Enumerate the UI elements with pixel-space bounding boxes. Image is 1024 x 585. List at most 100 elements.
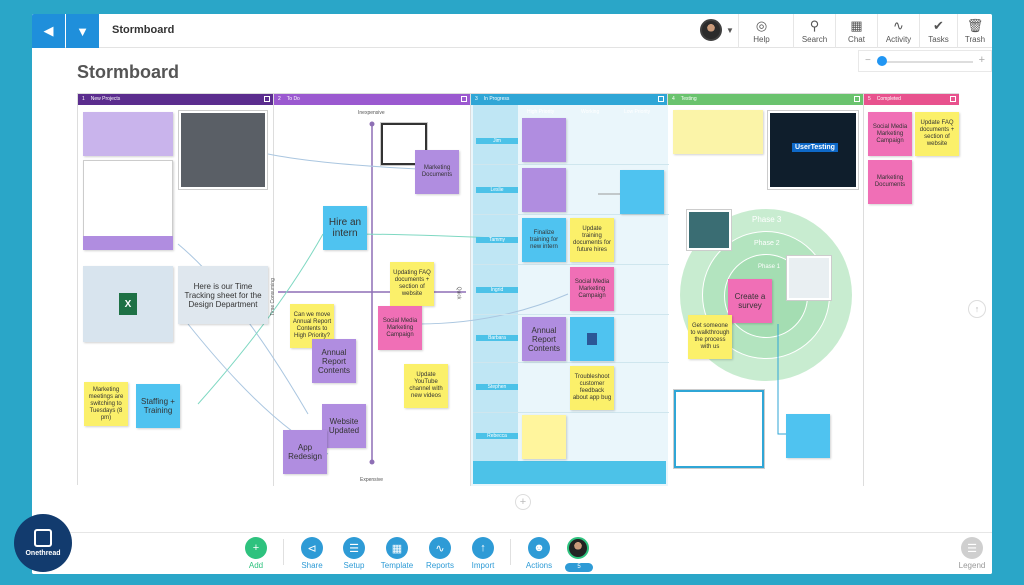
trash-button[interactable]: 🗑 Trash bbox=[957, 14, 992, 48]
sticky-note[interactable] bbox=[83, 112, 173, 156]
share-button[interactable]: ⊲ Share bbox=[290, 537, 334, 570]
back-button[interactable]: ◀ bbox=[32, 14, 65, 48]
search-icon: ⚲ bbox=[809, 17, 820, 33]
social-media-campaign-note[interactable]: Social Media Marketing Campaign bbox=[570, 267, 614, 311]
activity-button[interactable]: ∿ Activity bbox=[877, 14, 919, 48]
zoom-out-icon[interactable]: − bbox=[865, 55, 871, 66]
staffing-note[interactable]: Staffing + Training bbox=[136, 384, 180, 428]
board-menu-button[interactable]: ▼ bbox=[66, 14, 99, 48]
social-media-note[interactable]: Social Media Marketing Campaign bbox=[378, 306, 422, 350]
sticky-note[interactable] bbox=[786, 414, 830, 458]
troubleshoot-note[interactable]: Troubleshoot customer feedback about app… bbox=[570, 366, 614, 410]
user-avatar[interactable] bbox=[700, 19, 722, 41]
annual-report-in-progress-note[interactable]: Annual Report Contents bbox=[522, 317, 566, 361]
help-button[interactable]: ◎ Help bbox=[738, 14, 784, 48]
marketing-documents-note[interactable]: Marketing Documents bbox=[415, 150, 459, 194]
sticky-note[interactable] bbox=[620, 170, 664, 214]
zoom-slider[interactable]: − + bbox=[858, 50, 992, 72]
bottom-toolbar: + Add ⊲ Share ☰ Setup ▦ Template ∿ Repor… bbox=[32, 532, 992, 574]
marketing-docs-completed-note[interactable]: Marketing Documents bbox=[868, 160, 912, 204]
avatar-caret-icon[interactable]: ▼ bbox=[726, 26, 734, 35]
add-column-button[interactable]: + bbox=[515, 494, 531, 510]
actions-button[interactable]: ☻ Actions bbox=[517, 537, 561, 570]
app-redesign-note[interactable]: App Redesign bbox=[283, 430, 327, 474]
sticky-note[interactable] bbox=[673, 110, 763, 154]
faq-update-note[interactable]: Updating FAQ documents + section of webs… bbox=[390, 262, 434, 306]
zoom-in-icon[interactable]: + bbox=[978, 54, 985, 66]
add-button[interactable]: + Add bbox=[234, 537, 278, 570]
website-updated-note[interactable]: Website Updated bbox=[322, 404, 366, 448]
tasks-button[interactable]: ✔ Tasks bbox=[919, 14, 957, 48]
add-label: Add bbox=[248, 561, 264, 570]
lane-divider bbox=[473, 214, 669, 215]
column-title: To Do bbox=[286, 96, 300, 102]
search-button[interactable]: ⚲ Search bbox=[793, 14, 835, 48]
reports-button[interactable]: ∿ Reports bbox=[418, 537, 462, 570]
document-card-footer bbox=[83, 236, 173, 250]
sticky-note[interactable] bbox=[522, 118, 566, 162]
help-icon: ◎ bbox=[755, 17, 768, 33]
axis-top-label: Inexpensive bbox=[358, 110, 385, 116]
template-button[interactable]: ▦ Template bbox=[375, 537, 419, 570]
annual-report-note[interactable]: Annual Report Contents bbox=[312, 339, 356, 383]
document-card[interactable] bbox=[83, 160, 173, 250]
back-icon: ◀ bbox=[43, 23, 54, 38]
user-testing-video[interactable]: UserTesting bbox=[768, 111, 858, 189]
axis-right-label: Quick bbox=[455, 286, 462, 300]
finalize-training-note[interactable]: Finalize training for new intern bbox=[522, 218, 566, 262]
time-tracking-note[interactable]: Here is our Time Tracking sheet for the … bbox=[178, 266, 268, 324]
expand-icon[interactable] bbox=[854, 96, 860, 102]
video-call-thumbnail[interactable] bbox=[687, 210, 731, 250]
template-label: Template bbox=[380, 561, 414, 570]
lane-label: Stephen bbox=[476, 384, 518, 390]
user-testing-logo: UserTesting bbox=[792, 143, 838, 152]
expand-icon[interactable] bbox=[264, 96, 270, 102]
photo-thumbnail[interactable] bbox=[787, 256, 831, 300]
actions-label: Actions bbox=[525, 561, 553, 570]
sticky-note[interactable] bbox=[522, 168, 566, 212]
tasks-icon: ✔ bbox=[933, 17, 944, 33]
expand-icon[interactable] bbox=[658, 96, 664, 102]
screenshot-card[interactable] bbox=[522, 415, 566, 459]
priority-working-header: Working bbox=[581, 109, 600, 115]
create-survey-note[interactable]: Create a survey bbox=[728, 279, 772, 323]
share-label: Share bbox=[301, 561, 323, 570]
walkthrough-note[interactable]: Get someone to walkthrough the process w… bbox=[688, 315, 732, 359]
active-user-avatar[interactable] bbox=[567, 537, 589, 559]
faq-completed-note[interactable]: Update FAQ documents + section of websit… bbox=[915, 112, 959, 156]
social-media-completed-note[interactable]: Social Media Marketing Campaign bbox=[868, 112, 912, 156]
scroll-up-button[interactable]: ↑ bbox=[968, 300, 986, 318]
setup-button[interactable]: ☰ Setup bbox=[332, 537, 376, 570]
import-button[interactable]: ↑ Import bbox=[461, 537, 505, 570]
lane-label: Rebecca bbox=[476, 433, 518, 439]
column-title: Completed bbox=[876, 96, 901, 102]
page-title: Stormboard bbox=[77, 62, 180, 82]
chat-icon: ▦ bbox=[850, 17, 863, 33]
expand-icon[interactable] bbox=[461, 96, 467, 102]
zoom-track[interactable] bbox=[877, 61, 973, 63]
app-window: ◀ ▼ Stormboard ▼ ◎ Help ⚲ Search ▦ Chat … bbox=[32, 14, 992, 574]
marketing-meetings-note[interactable]: Marketing meetings are switching to Tues… bbox=[84, 382, 128, 426]
legend-label: Legend bbox=[958, 561, 986, 570]
mobile-wireframe-card[interactable] bbox=[674, 390, 764, 468]
lane-divider bbox=[473, 164, 669, 165]
spreadsheet-card[interactable]: X bbox=[83, 266, 173, 342]
chat-button[interactable]: ▦ Chat bbox=[835, 14, 877, 48]
word-doc-card[interactable] bbox=[570, 317, 614, 361]
priority-high-header: High Priority bbox=[527, 109, 555, 115]
legend-button[interactable]: ☰ Legend bbox=[950, 537, 992, 570]
logo-text: Onethread bbox=[25, 550, 61, 557]
zoom-handle[interactable] bbox=[877, 56, 887, 66]
chevron-down-icon: ▼ bbox=[76, 23, 89, 39]
hire-intern-note[interactable]: Hire an intern bbox=[323, 206, 367, 250]
meeting-image[interactable] bbox=[179, 111, 267, 189]
update-docs-note[interactable]: Update training documents for future hir… bbox=[570, 218, 614, 262]
expand-icon[interactable] bbox=[950, 96, 956, 102]
legend-icon: ☰ bbox=[961, 537, 983, 559]
youtube-note[interactable]: Update YouTube channel with new videos bbox=[404, 364, 448, 408]
lane-label: Leslie bbox=[476, 187, 518, 193]
user-count-badge[interactable]: 5 bbox=[565, 563, 593, 572]
